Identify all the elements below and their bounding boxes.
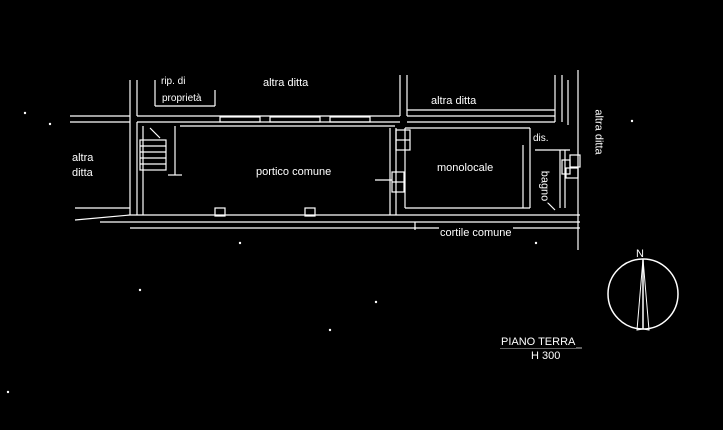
label-altra-left-1: altra <box>71 152 95 164</box>
fixture <box>569 154 581 168</box>
label-monolocale: monolocale <box>436 162 495 174</box>
label-dis: dis. <box>532 133 550 145</box>
column <box>214 207 226 217</box>
column <box>304 207 316 217</box>
window <box>329 116 371 123</box>
caption-floor: PIANO TERRA <box>500 336 577 348</box>
fixture <box>565 167 579 179</box>
label-bagno: bagno <box>538 169 551 203</box>
label-cortile-comune: cortile comune <box>439 227 513 239</box>
north-compass <box>607 258 679 331</box>
label-proprieta: proprietà <box>161 93 203 105</box>
label-rip-di: rip. di <box>160 76 187 88</box>
window <box>219 116 261 123</box>
label-altra-ditta-right: altra ditta <box>592 108 605 156</box>
label-altra-left-2: ditta <box>71 167 94 179</box>
stair <box>139 139 167 171</box>
label-altra-ditta-top: altra ditta <box>262 77 310 89</box>
label-altra-ditta-mid: altra ditta <box>430 95 478 107</box>
compass-north-letter: N <box>636 248 644 260</box>
wall <box>74 214 131 221</box>
caption-height: H 300 <box>530 350 562 362</box>
label-portico-comune: portico comune <box>255 166 333 178</box>
window <box>269 116 321 123</box>
